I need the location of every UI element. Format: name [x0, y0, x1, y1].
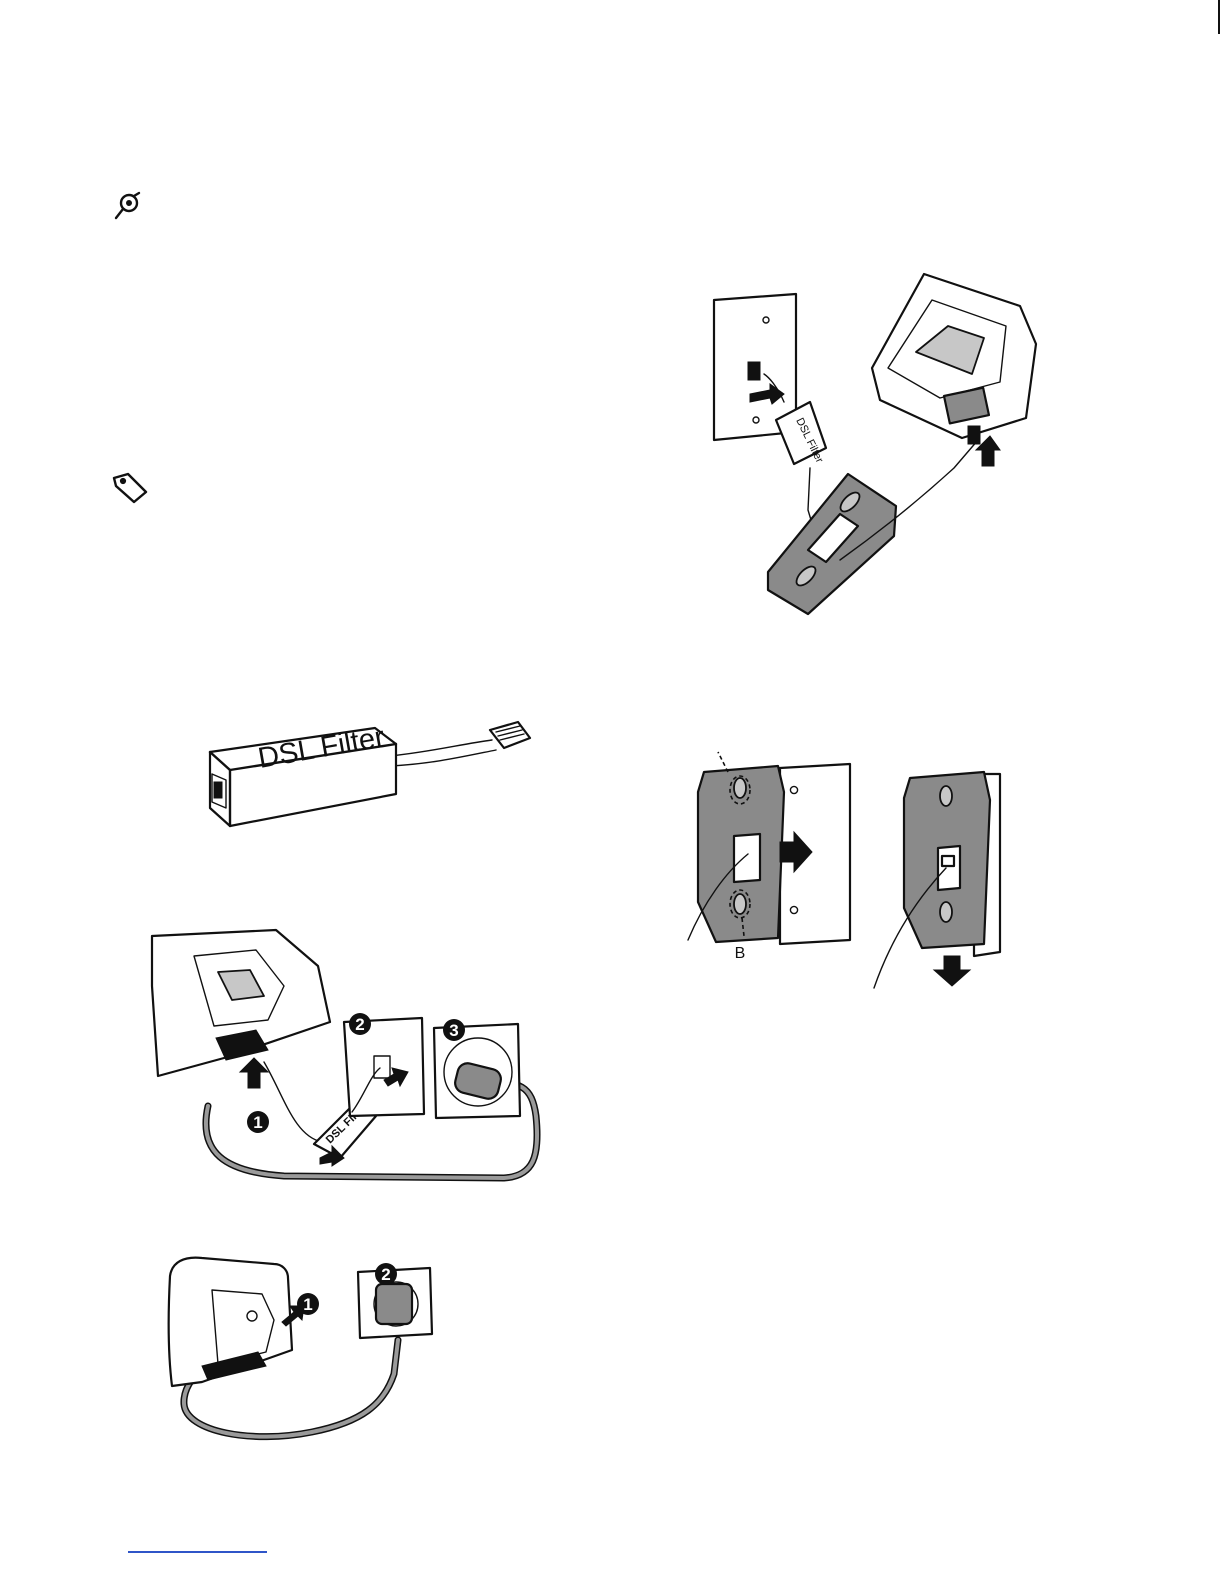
charger-step-1-badge: 1: [303, 1295, 312, 1314]
step-3-badge: 3: [449, 1021, 458, 1040]
pencil-note-icon: [112, 190, 144, 222]
wall-mount-connection-figure: DSL Filter: [700, 270, 1060, 620]
dsl-filter-figure: DSL Filter: [200, 716, 540, 836]
tag-tip-icon: [110, 472, 150, 504]
label-b: B: [735, 945, 746, 962]
base-connection-figure: 1 DSL Filter 2 3: [144, 926, 554, 1192]
link-underline[interactable]: [128, 1551, 267, 1553]
step-2-badge: 2: [355, 1015, 364, 1034]
step-1-badge: 1: [253, 1113, 262, 1132]
charger-step-2-badge: 2: [381, 1265, 390, 1284]
wall-plate-mounting-figure: B: [684, 752, 1024, 992]
page-edge-rule: [1218, 0, 1220, 34]
charger-connection-figure: 1 2: [162, 1254, 442, 1450]
